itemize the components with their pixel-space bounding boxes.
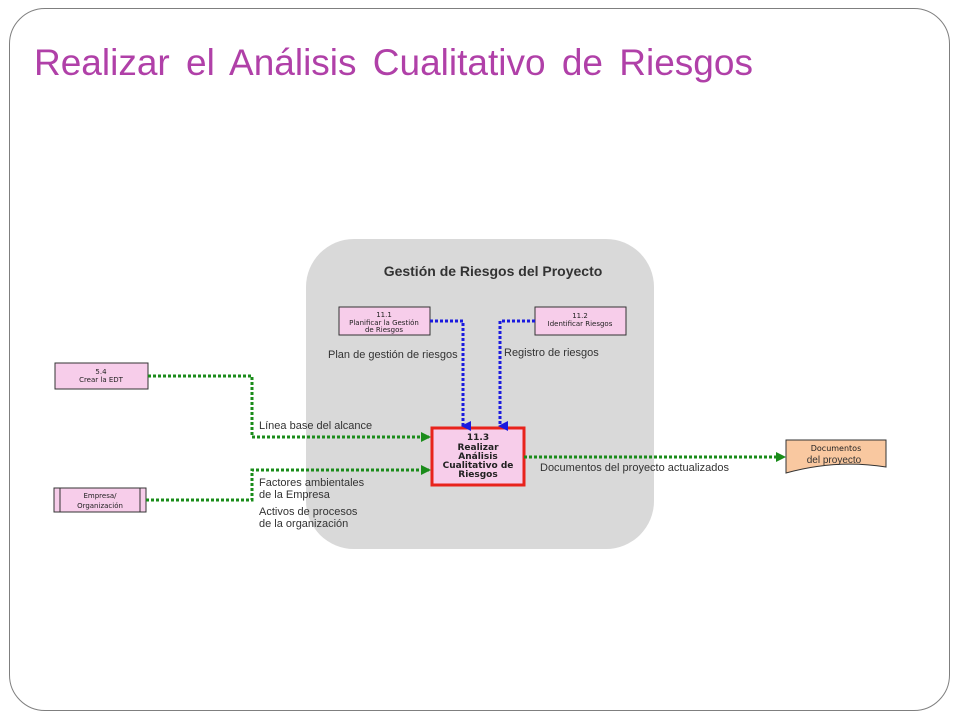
label-documentos-actualizados: Documentos del proyecto actualizados: [540, 462, 729, 474]
label-plan-gestion: Plan de gestión de riesgos: [328, 349, 458, 361]
process-5-4[interactable]: 5.4 Crear la EDT: [54, 362, 149, 390]
slide-title: Realizar el Análisis Cualitativo de Ries…: [34, 42, 753, 83]
flow-registro-riesgos: [498, 319, 535, 431]
label-registro-riesgos: Registro de riesgos: [504, 347, 599, 359]
process-11-2-line1: Identificar Riesgos: [548, 320, 613, 328]
flow-plan-gestion-riesgos: [430, 319, 471, 431]
process-11-3[interactable]: 11.3 Realizar Análisis Cualitativo de Ri…: [430, 426, 526, 487]
organization-line2: Organización: [77, 502, 123, 510]
process-11-1-line2: de Riesgos: [365, 326, 403, 334]
process-11-2[interactable]: 11.2 Identificar Riesgos: [534, 306, 627, 336]
process-5-4-line1: Crear la EDT: [79, 376, 124, 384]
process-11-3-line1: Realizar: [457, 443, 499, 453]
process-11-1[interactable]: 11.1 Planificar la Gestión de Riesgos: [338, 306, 431, 336]
knowledge-area-box: [306, 239, 654, 549]
flow-linea-base-alcance: [148, 374, 431, 442]
label-linea-base: Línea base del alcance: [259, 420, 372, 432]
output-documents-line1: Documentos: [811, 444, 862, 453]
organization-box[interactable]: Empresa/ Organización: [53, 487, 147, 513]
slide-frame: [9, 8, 950, 711]
flow-factores-activos: [146, 465, 431, 502]
process-11-3-line4: Riesgos: [458, 470, 497, 480]
label-activos-1: Activos de procesos: [259, 506, 358, 518]
process-11-3-line3: Cualitativo de: [443, 461, 514, 471]
process-11-3-line2: Análisis: [458, 452, 497, 462]
label-activos-2: de la organización: [259, 518, 348, 530]
process-5-4-number: 5.4: [95, 368, 107, 376]
organization-line1: Empresa/: [83, 492, 117, 500]
process-11-3-number: 11.3: [467, 433, 489, 443]
process-11-2-number: 11.2: [572, 312, 588, 320]
output-documents-line2: del proyecto: [807, 455, 862, 466]
label-factores-2: de la Empresa: [259, 489, 331, 501]
process-11-1-line1: Planificar la Gestión: [349, 319, 419, 327]
process-11-1-number: 11.1: [376, 311, 392, 319]
output-documents[interactable]: Documentos del proyecto: [785, 439, 887, 474]
knowledge-area-title: Gestión de Riesgos del Proyecto: [384, 263, 603, 279]
label-factores-1: Factores ambientales: [259, 477, 365, 489]
